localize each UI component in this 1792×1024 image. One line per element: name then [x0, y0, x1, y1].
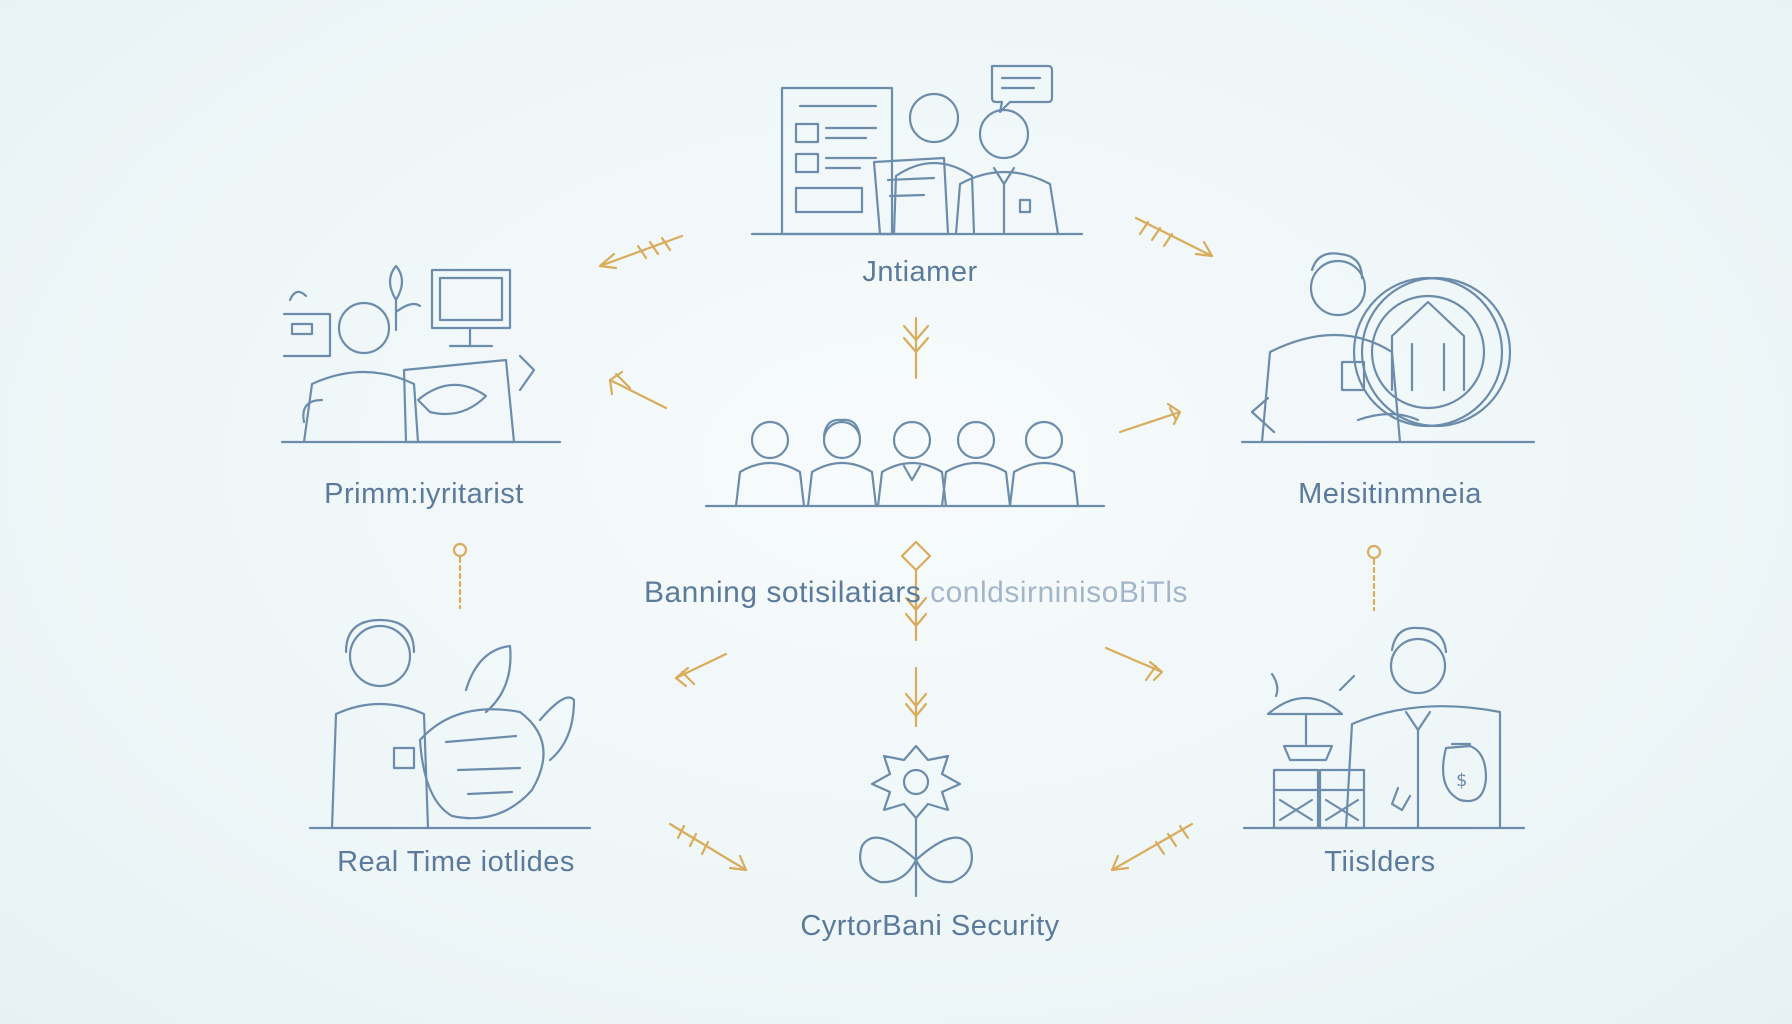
- arrow-center-to-left: [608, 370, 668, 410]
- arrow-center-to-bottom-left: [674, 652, 728, 688]
- arrow-bottom-left-to-bottom: [668, 822, 748, 872]
- bottom-left-node-label: Real Time iotlides: [337, 846, 575, 878]
- bottom-node-illustration: [859, 744, 973, 898]
- arrow-bottom-right-to-bottom: [1110, 822, 1194, 872]
- arrow-center-to-bottom: [904, 666, 928, 728]
- svg-text:$: $: [1456, 770, 1467, 791]
- connector-left-to-bottom-left: [452, 542, 468, 610]
- left-node-illustration: [280, 264, 562, 444]
- center-label-faded: conldsirninisoBiTls: [930, 576, 1189, 609]
- bottom-right-node-label: Tiislders: [1324, 846, 1436, 878]
- bottom-right-node-illustration: $: [1242, 626, 1526, 830]
- bottom-left-node-illustration: [308, 618, 592, 830]
- right-node-label: Meisitinmneia: [1298, 478, 1482, 510]
- connectors: [452, 216, 1382, 872]
- arrow-center-to-right: [1118, 402, 1182, 434]
- top-node-label: Jntiamer: [862, 256, 978, 288]
- arrow-top-to-right: [1134, 216, 1214, 258]
- left-node-label: Primm:iyritarist: [324, 478, 524, 510]
- arrow-center-to-bottom-right: [1104, 646, 1164, 682]
- arrow-top-to-left: [598, 234, 684, 270]
- center-label-main: Banning sotisilatiars: [643, 576, 922, 609]
- center-label: Banning sotisilatiars conldsirninisoBiTl…: [644, 576, 1188, 610]
- top-node-illustration: [750, 64, 1084, 236]
- center-group-illustration: [704, 418, 1106, 508]
- center-ornament: [900, 540, 932, 642]
- arrow-top-to-center: [902, 316, 930, 380]
- connector-right-to-bottom-right: [1366, 544, 1382, 612]
- right-node-illustration: [1240, 252, 1536, 444]
- bottom-node-label: CyrtorBani Security: [800, 910, 1060, 942]
